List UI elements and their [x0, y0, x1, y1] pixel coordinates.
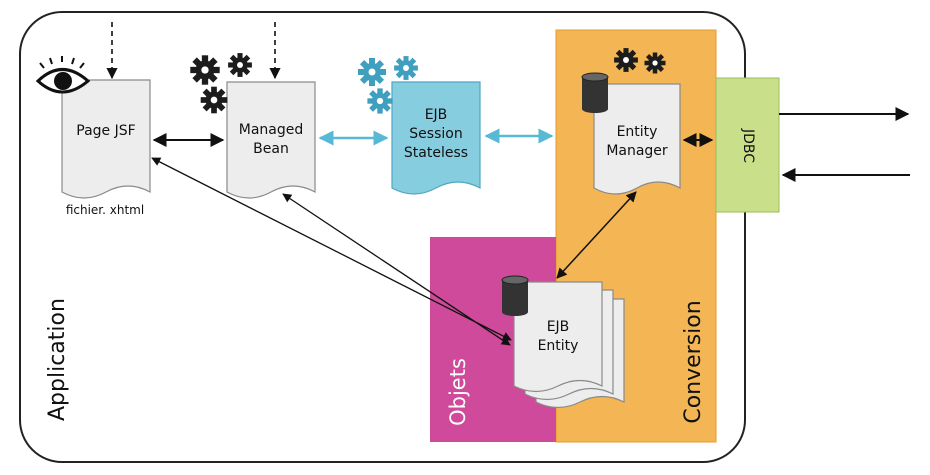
jdbc-box — [715, 77, 780, 213]
objets-label: Objets — [446, 358, 470, 426]
ejb-entity-label: EJB Entity — [537, 319, 579, 354]
conversion-label: Conversion — [681, 300, 706, 424]
ejb-session-label: EJB Session Stateless — [403, 107, 469, 161]
page-jsf-label: Page JSF — [76, 123, 136, 139]
ejb-entity-document-stack — [513, 281, 625, 409]
eye-icon — [35, 56, 91, 94]
database-icon — [501, 275, 529, 316]
application-label: Application — [45, 298, 70, 421]
page-jsf-document — [61, 79, 151, 199]
managed-bean-label: Managed Bean — [238, 122, 304, 157]
arrow-icon — [556, 191, 637, 279]
file-name-label: fichier. xhtml — [65, 203, 145, 217]
database-icon — [581, 72, 609, 113]
arrow-icon — [282, 193, 511, 346]
jdbc-label: JDBC — [740, 128, 756, 164]
entity-manager-label: Entity Manager — [606, 124, 668, 159]
